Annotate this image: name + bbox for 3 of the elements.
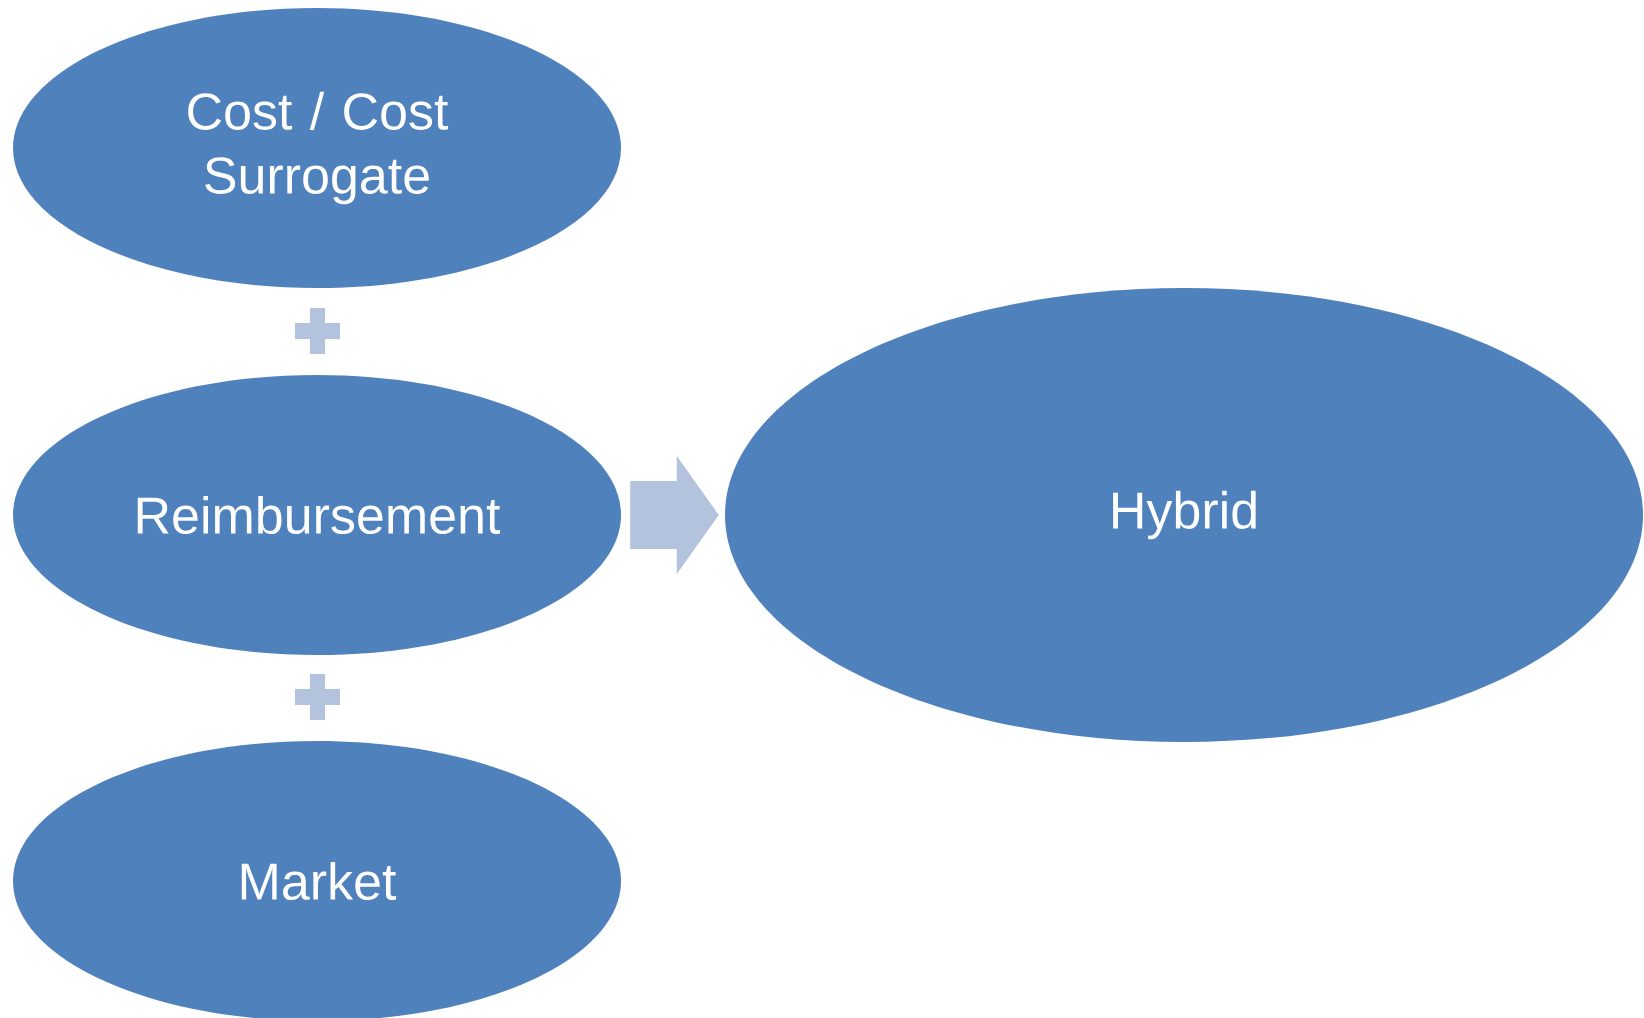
ellipse-node: Hybrid [725, 288, 1643, 742]
ellipse-node: Cost / Cost Surrogate [13, 8, 621, 288]
ellipse-node: Reimbursement [13, 375, 621, 655]
